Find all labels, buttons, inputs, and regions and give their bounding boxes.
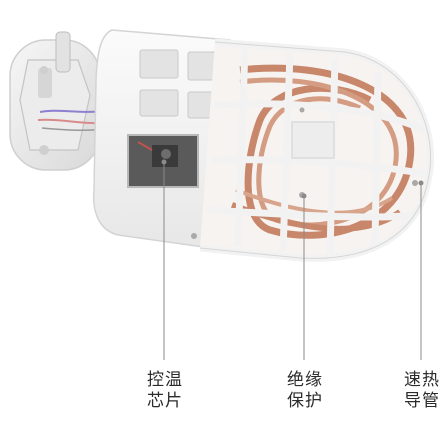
plug-head [9,31,115,171]
label-tube-line1: 速热 [404,370,440,390]
label-temperature-control-chip: 控温 芯片 [135,370,195,412]
label-chip-line2: 芯片 [147,391,183,411]
label-chip-line1: 控温 [147,370,183,390]
label-fast-heat-tube: 速热 导管 [392,370,440,412]
label-insulation-protection: 绝缘 保护 [275,370,335,412]
leader-lines [161,159,424,360]
heater-body [92,29,235,251]
label-insulation-line1: 绝缘 [287,370,323,390]
label-insulation-line2: 保护 [287,391,323,411]
label-tube-line2: 导管 [404,391,440,411]
